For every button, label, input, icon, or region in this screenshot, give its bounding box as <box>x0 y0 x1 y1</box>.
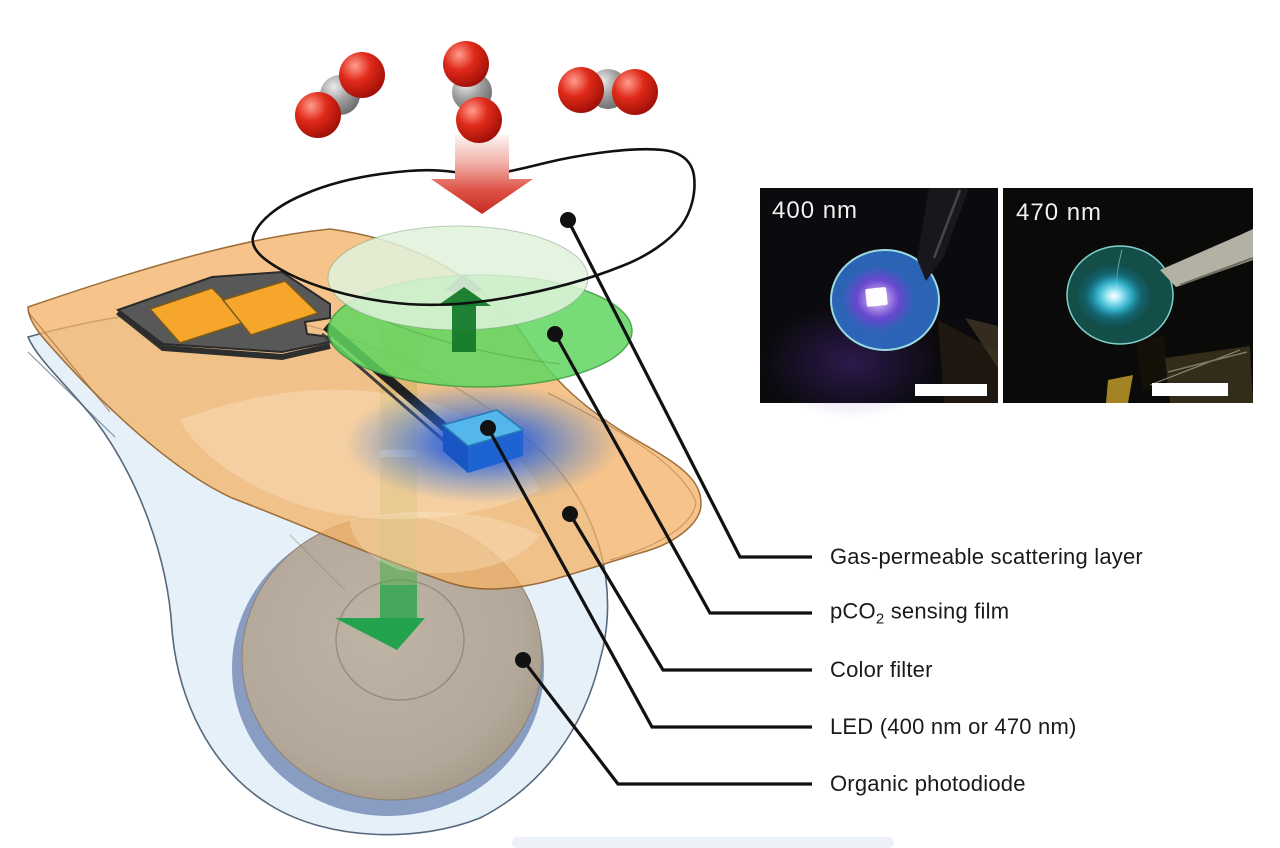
color-filter-edge <box>27 311 111 413</box>
label-text: Color filter <box>830 657 933 682</box>
label-pco2-sensing-film: pCO2 sensing film <box>830 598 1009 627</box>
leader-gas <box>566 219 812 559</box>
label-led: LED (400 nm or 470 nm) <box>830 714 1077 740</box>
oxygen-atom <box>456 97 502 143</box>
tweezers-highlight <box>932 189 962 259</box>
label-text: pCO <box>830 598 876 624</box>
beam-arrowhead <box>335 618 425 650</box>
leader-led <box>486 427 812 729</box>
label-gas-permeable-layer: Gas-permeable scattering layer <box>830 544 1143 570</box>
leader-color-filter <box>568 513 812 672</box>
label-text: Organic photodiode <box>830 771 1026 796</box>
leader-dot-gas <box>560 212 576 228</box>
led-face-right <box>468 430 523 473</box>
led-face-left <box>443 425 468 473</box>
led-group <box>345 383 621 503</box>
photo-inset-470nm <box>1003 188 1254 403</box>
co2-intake-arrow <box>431 135 533 214</box>
led-chip-group <box>115 270 458 448</box>
cropped-bottom-bar <box>512 837 894 848</box>
leader-dot-color-filter <box>562 506 578 522</box>
photo-label-400nm: 400 nm <box>772 197 859 224</box>
leader-dot-led <box>480 420 496 436</box>
oxygen-atom <box>295 92 341 138</box>
leader-photodiode <box>521 659 812 786</box>
co2-molecule-right <box>558 67 658 115</box>
co2-molecule-middle <box>443 41 502 143</box>
sensing-film-group <box>327 225 633 388</box>
label-text: sensing film <box>884 598 1010 624</box>
chip-pad-right <box>221 280 320 336</box>
leader-dots <box>480 212 578 668</box>
background-object <box>965 318 998 368</box>
cyan-glow <box>1076 264 1152 328</box>
oxygen-atom <box>558 67 604 113</box>
background-object <box>1106 375 1133 403</box>
label-color-filter: Color filter <box>830 657 933 683</box>
led-chip-glow <box>865 287 888 307</box>
leader-lines <box>486 219 812 786</box>
label-text: LED (400 nm or 470 nm) <box>830 714 1077 739</box>
background-wire <box>1149 349 1241 386</box>
label-organic-photodiode: Organic photodiode <box>830 771 1026 797</box>
photodiode-seam <box>289 534 346 591</box>
label-text: Gas-permeable scattering layer <box>830 544 1143 569</box>
co2-molecule-left <box>295 52 385 138</box>
leader-dot-photodiode <box>515 652 531 668</box>
scale-bar <box>1152 383 1228 396</box>
label-subscript: 2 <box>875 610 885 628</box>
tweezers-edge <box>1179 257 1254 286</box>
background-object <box>1136 336 1170 391</box>
leader-dot-pco2 <box>547 326 563 342</box>
color-filter-highlight-2 <box>350 511 540 574</box>
substrate-edge-line <box>27 351 116 438</box>
emission-arrow-shaft <box>452 304 476 352</box>
scale-bar <box>915 384 987 396</box>
scattering-layer-outline <box>251 147 696 307</box>
oxygen-atom <box>443 41 489 87</box>
background-edge <box>1167 351 1248 373</box>
beam-shaft-bright <box>380 585 417 618</box>
emission-arrow-ghost <box>444 274 484 291</box>
background-object <box>938 320 998 403</box>
leader-pco2 <box>553 333 812 615</box>
oxygen-atom <box>339 52 385 98</box>
tweezers <box>1160 229 1253 287</box>
photo-inset-400nm <box>760 188 998 420</box>
chip-under-edge <box>116 309 331 361</box>
oxygen-atom <box>612 69 658 115</box>
photo-label-470nm: 470 nm <box>1016 199 1103 226</box>
